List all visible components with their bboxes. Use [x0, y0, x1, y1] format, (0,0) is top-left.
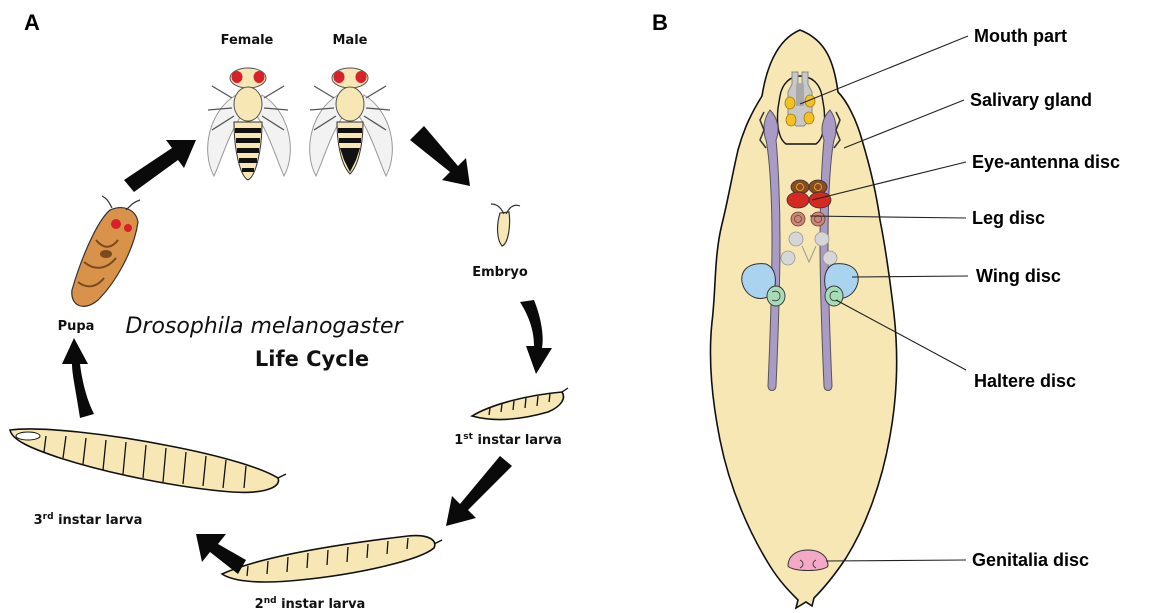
label-eye-antenna-disc: Eye-antenna disc	[972, 152, 1120, 172]
cycle-title-main: Life Cycle	[255, 347, 369, 371]
label-salivary-gland: Salivary gland	[970, 90, 1092, 110]
arrow-first-to-second-instar	[446, 456, 512, 526]
second-instar-label: 2nd instar larva	[255, 596, 366, 612]
second-instar-larva	[222, 536, 442, 582]
female-fly	[208, 68, 291, 180]
arrow-adult-to-embryo	[410, 126, 470, 186]
male-fly	[310, 68, 393, 176]
arrow-embryo-to-first-instar	[520, 300, 552, 374]
panel-a-letter: A	[24, 10, 40, 35]
arrow-pupa-to-adult	[124, 140, 196, 192]
label-wing-disc: Wing disc	[976, 266, 1061, 286]
embryo-label: Embryo	[472, 265, 528, 280]
third-instar-label: 3rd instar larva	[34, 512, 143, 528]
label-leg-disc: Leg disc	[972, 208, 1045, 228]
pupa-label: Pupa	[58, 319, 95, 334]
male-label: Male	[333, 33, 368, 48]
label-haltere-disc: Haltere disc	[974, 371, 1076, 391]
female-label: Female	[221, 33, 274, 48]
pupa	[72, 196, 140, 306]
arrow-third-instar-to-pupa	[62, 338, 94, 418]
first-instar-label: 1st instar larva	[454, 432, 562, 448]
first-instar-larva	[472, 388, 568, 419]
cycle-title-species: Drosophila melanogaster	[125, 314, 404, 339]
panel-b-letter: B	[652, 10, 668, 35]
label-genitalia-disc: Genitalia disc	[972, 550, 1089, 570]
embryo	[491, 204, 520, 246]
arrow-second-to-third-instar	[196, 534, 246, 574]
label-mouth-part: Mouth part	[974, 26, 1067, 46]
third-instar-larva	[10, 429, 286, 492]
